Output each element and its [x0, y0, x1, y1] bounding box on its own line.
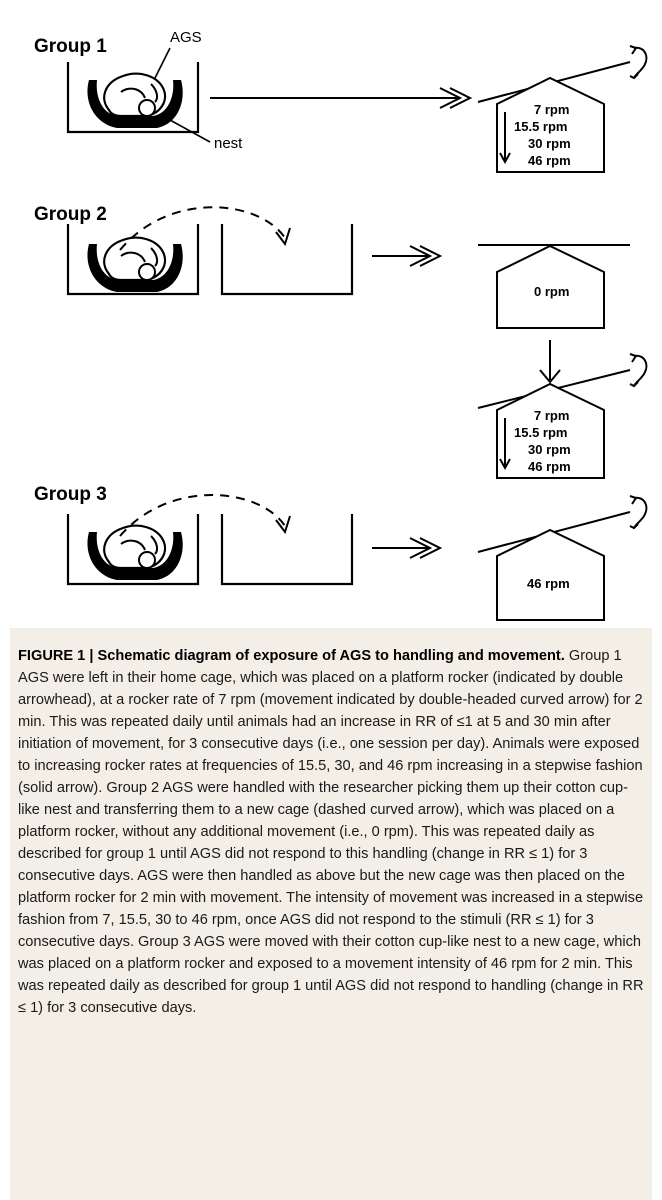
nest-label: nest — [214, 135, 243, 152]
rpm-label-g2-0: 7 rpm — [534, 408, 569, 423]
rocker-group-2-moving: 7 rpm 15.5 rpm 30 rpm 46 rpm — [477, 353, 648, 479]
caption-body: Group 1 AGS were left in their home cage… — [18, 648, 644, 1016]
home-cage-group-3 — [66, 512, 200, 586]
dashed-transfer-arrow-g2 — [119, 206, 286, 251]
ags-label: AGS — [170, 29, 202, 46]
rpm-label-g1-2: 30 rpm — [528, 136, 571, 151]
rpm-label-g2-1: 15.5 rpm — [514, 425, 567, 440]
dashed-transfer-arrow-g3 — [119, 494, 286, 537]
rpm-label-g1-3: 46 rpm — [528, 153, 571, 168]
group-1-label: Group 1 — [34, 36, 107, 57]
rpm-label-g1-1: 15.5 rpm — [514, 119, 567, 134]
rpm-label-g3: 46 rpm — [527, 576, 570, 591]
rocker-group-2-static: 0 rpm — [478, 244, 630, 329]
figure-caption: FIGURE 1 | Schematic diagram of exposure… — [18, 645, 644, 1019]
home-cage-group-2 — [66, 222, 200, 296]
rocker-group-1: 7 rpm 15.5 rpm 30 rpm 46 rpm — [477, 45, 648, 173]
rocker-group-3: 46 rpm — [477, 495, 648, 621]
rpm-label-g2-2: 30 rpm — [528, 442, 571, 457]
rpm-label-g1-0: 7 rpm — [534, 102, 569, 117]
group-3-label: Group 3 — [34, 484, 107, 505]
rpm-label-g2-zero: 0 rpm — [534, 284, 569, 299]
rpm-label-g2-3: 46 rpm — [528, 459, 571, 474]
group-2-label: Group 2 — [34, 204, 107, 225]
caption-box — [10, 628, 652, 1200]
schematic-diagram: Group 1 AGS nest 7 rpm 15.5 rpm 30 rpm 4… — [34, 29, 648, 621]
caption-title: FIGURE 1 | Schematic diagram of exposure… — [18, 648, 565, 664]
home-cage-group-1 — [66, 60, 200, 134]
